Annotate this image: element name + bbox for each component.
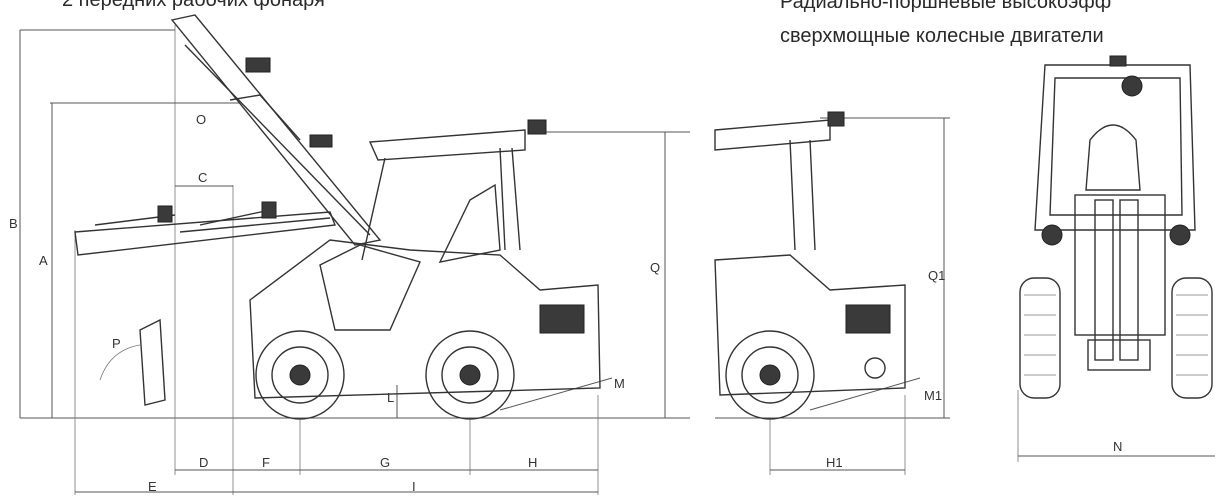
dim-label-l: L [387,390,394,405]
dim-label-p: P [112,336,121,351]
dim-label-o: O [196,112,206,127]
caption-wheel-motors-line1: Радиально-поршневые высокоэфф [780,0,1112,13]
dim-label-a: A [39,253,48,268]
front-view-loader: N [1017,55,1215,462]
dim-label-i: I [412,479,416,494]
dim-label-f: F [262,455,270,470]
dim-label-q: Q [650,260,660,275]
dim-label-n: N [1113,439,1122,454]
dim-label-e: E [148,479,157,494]
caption-front-work-lights: 2 передних рабочих фонаря [62,0,325,11]
dim-label-c: C [198,170,207,185]
dim-label-q1: Q1 [928,268,945,283]
side-view-loader: B A C O P D F G H E I L M Q [9,14,690,495]
dim-label-m1: M1 [924,388,942,403]
dim-label-m: M [614,376,625,391]
side-view-rear-variant: Q1 M1 H1 [714,111,950,475]
dim-label-g: G [380,455,390,470]
dim-label-h: H [528,455,537,470]
dim-label-h1: H1 [826,455,843,470]
caption-wheel-motors-line2: сверхмощные колесные двигатели [780,25,1104,47]
dim-label-d: D [199,455,208,470]
dim-label-b: B [9,216,18,231]
